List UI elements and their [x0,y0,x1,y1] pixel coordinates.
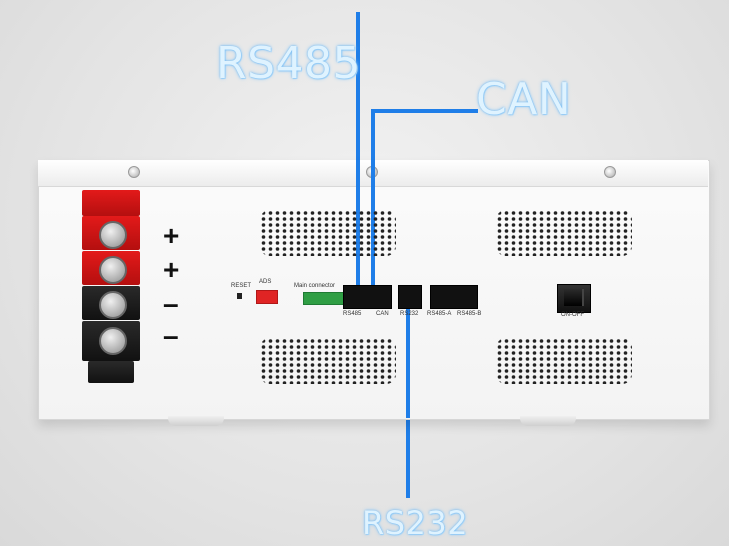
ads-dip-switch[interactable] [256,290,278,304]
rs485-ab-port[interactable] [430,285,478,309]
negative-terminal-2 [82,321,140,361]
vent-grille-icon [260,210,396,256]
rs485-can-port[interactable] [343,285,392,309]
power-switch-icon[interactable] [557,284,591,313]
rs485-callout-label: RS485 [216,38,361,89]
port-label-rs232: RS232 [400,311,419,317]
terminal-nut-icon [99,221,127,249]
port-label-rs485-a: RS485-A [427,311,452,317]
main-connector-label: Main connector [294,283,336,289]
negative-terminal-1 [82,286,140,320]
enclosure-foot [168,416,224,426]
rs232-callout-label: RS232 [362,504,469,542]
vent-grille-icon [496,338,632,384]
polarity-minus-2: – [163,320,179,351]
main-connector[interactable] [303,292,345,305]
can-callout-label: CAN [476,74,572,125]
terminal-nut-icon [99,327,127,355]
port-label-can: CAN [376,311,389,317]
ads-label: ADS [259,279,272,285]
positive-terminal-2 [82,251,140,285]
screw-icon [604,166,616,178]
terminal-nut-icon [99,291,127,319]
enclosure-foot [520,416,576,426]
switch-rocker [564,289,584,306]
terminal-nut-icon [99,256,127,284]
rs232-port[interactable] [398,285,422,309]
reset-button[interactable] [237,293,242,299]
reset-label: RESET [231,283,252,289]
positive-terminal-top [82,190,140,216]
rs232-callout-line-front [406,300,410,418]
power-switch-label: ON-OFF [561,312,584,318]
port-label-rs485: RS485 [343,311,362,317]
polarity-plus-1: + [163,220,180,251]
rs485-callout-line [356,12,360,292]
can-callout-line-horizontal [371,109,478,113]
vent-grille-icon [496,210,632,256]
screw-icon [128,166,140,178]
polarity-plus-2: + [163,254,180,285]
polarity-minus-1: – [163,288,179,319]
vent-grille-icon [260,338,396,384]
port-label-rs485-b: RS485-B [457,311,482,317]
positive-terminal-1 [82,216,140,250]
negative-terminal-bottom [88,361,134,383]
